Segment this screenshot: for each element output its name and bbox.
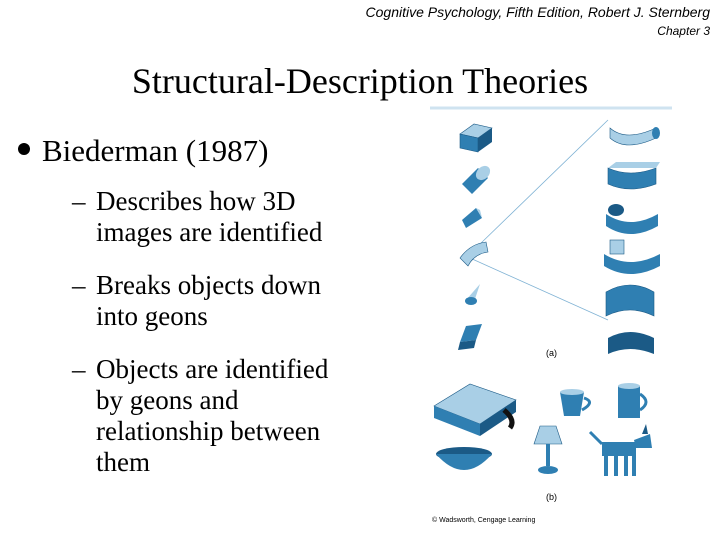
course-header: Cognitive Psychology, Fifth Edition, Rob… <box>365 4 710 20</box>
sub-bullet-3-line-2: by geons and <box>96 385 239 415</box>
briefcase-icon <box>433 383 517 436</box>
sub-bullet-3-line-4: them <box>96 447 150 477</box>
bowl-icon <box>436 447 492 470</box>
main-bullet: Biederman (1987) <box>18 133 268 169</box>
sub-bullet-2-line-2: into geons <box>96 301 208 331</box>
mug-icon <box>618 383 648 418</box>
geon-block-icon <box>458 324 482 350</box>
geon-wedge-icon <box>462 208 482 228</box>
chapter-label: Chapter 3 <box>657 24 710 38</box>
main-bullet-text: Biederman (1987) <box>42 133 269 168</box>
sub-bullet-2: –Breaks objects down into geons <box>72 270 321 331</box>
figure-label-a: (a) <box>546 348 557 358</box>
guide-line-1 <box>477 119 609 247</box>
geon-cone-icon <box>465 284 480 305</box>
geon-cylinder-icon <box>462 165 491 194</box>
object-curved-cylinder-icon <box>609 127 660 146</box>
figure-credit: © Wadsworth, Cengage Learning <box>432 516 535 524</box>
geon-brick-icon <box>459 123 493 153</box>
object-bent-block-icon <box>605 284 655 317</box>
lamp-icon <box>533 425 563 474</box>
dog-icon <box>588 424 652 476</box>
guide-line-2 <box>469 257 609 321</box>
object-cylinder-on-curve-icon <box>606 204 658 234</box>
slide-title: Structural-Description Theories <box>131 61 589 101</box>
sub-bullet-1-line-2: images are identified <box>96 217 323 247</box>
sub-bullet-1-line-1: Describes how 3D <box>96 186 296 216</box>
sub-bullet-2-line-1: Breaks objects down <box>96 270 321 300</box>
sub-bullet-1: –Describes how 3D images are identified <box>72 186 323 247</box>
object-curved-wedge-icon <box>608 332 654 354</box>
object-cube-on-curve-icon <box>604 239 660 274</box>
sub-bullet-3: –Objects are identified by geons and rel… <box>72 354 329 477</box>
cup-icon <box>560 389 591 416</box>
figure-label-b: (b) <box>546 492 557 502</box>
bullet-icon <box>18 143 30 155</box>
geon-figure: (a) (b) © Wadsworth, Cengage Learning <box>430 106 672 524</box>
object-curved-block-icon <box>607 162 660 190</box>
sub-bullet-3-line-1: Objects are identified <box>96 354 329 384</box>
geon-curved-icon <box>459 241 489 267</box>
sub-bullet-3-line-3: relationship between <box>96 416 321 446</box>
